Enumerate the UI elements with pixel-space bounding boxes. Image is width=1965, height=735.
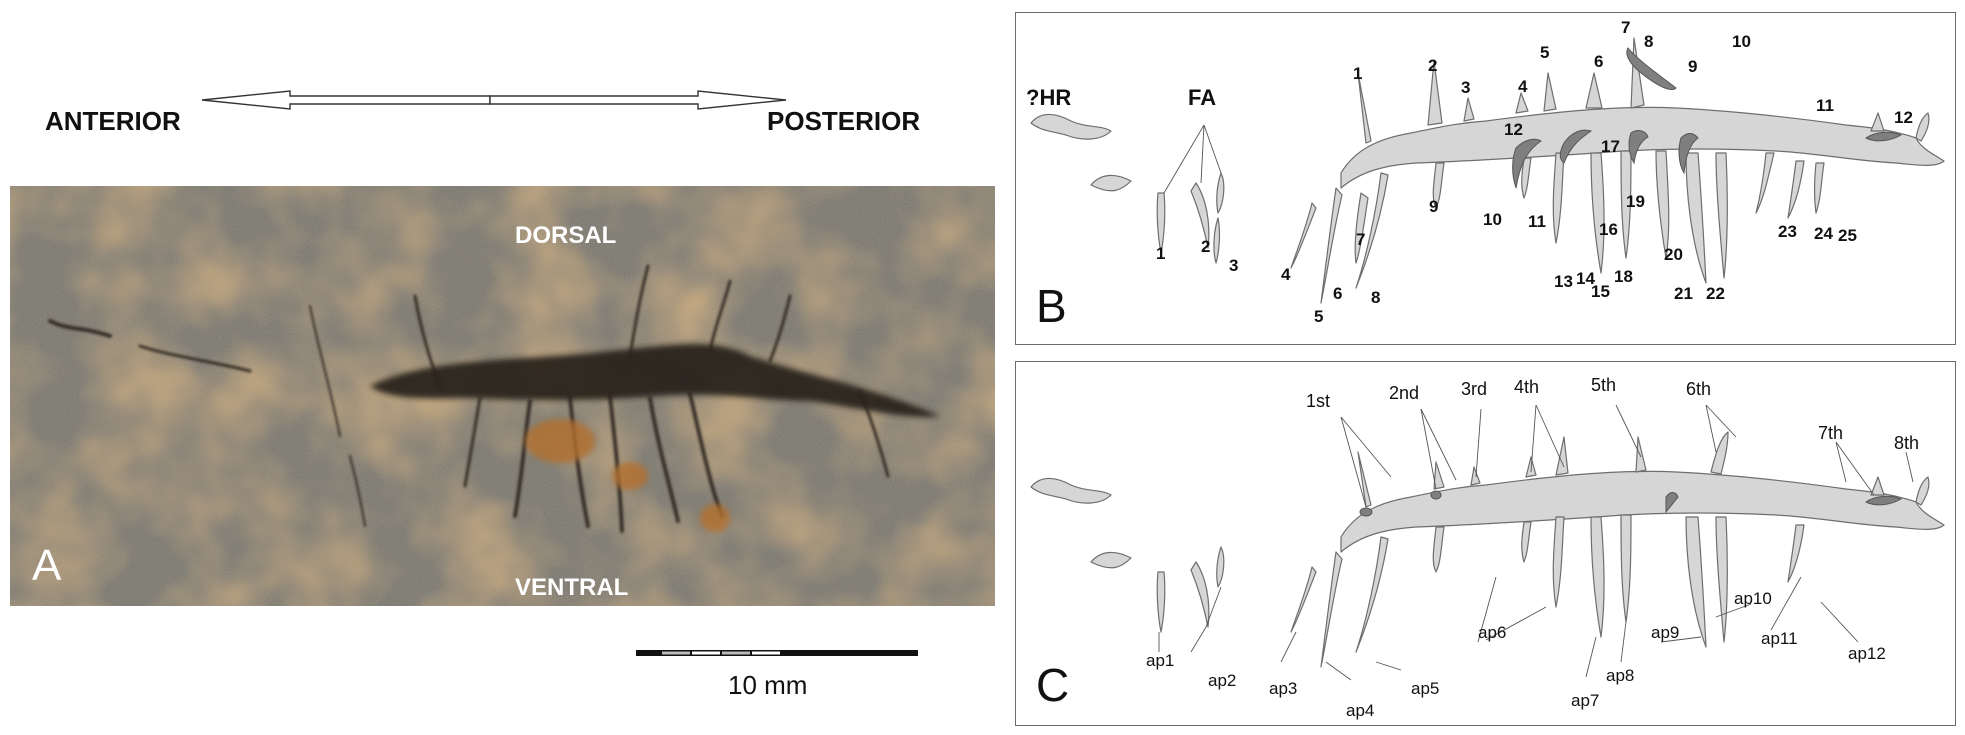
dorsal-number: 3: [1461, 78, 1471, 97]
ventral-number: 8: [1371, 288, 1381, 307]
scale-bar-label: 10 mm: [728, 670, 808, 700]
dorsal-pair-label: 1st: [1306, 391, 1331, 411]
ventral-label: VENTRAL: [515, 574, 629, 601]
ventral-number: 6: [1333, 284, 1343, 303]
dorsal-number: 10: [1732, 32, 1751, 51]
appendage-label: ap8: [1606, 666, 1635, 685]
appendage-label: ap11: [1761, 629, 1798, 648]
ventral-number: 21: [1674, 284, 1693, 303]
ventral-number: 19: [1626, 192, 1645, 211]
fa-number: 2: [1201, 237, 1211, 256]
ventral-number: 5: [1314, 307, 1324, 326]
dorsal-number: 5: [1540, 43, 1550, 62]
ventral-number: 20: [1664, 245, 1683, 264]
ventral-number: 24: [1814, 224, 1833, 243]
dorsal-number: 2: [1428, 56, 1438, 75]
trunk-body: [1340, 106, 1945, 189]
panel-a-letter: A: [32, 541, 62, 590]
appendage-label: ap7: [1571, 691, 1600, 710]
dorsal-number: 9: [1688, 57, 1698, 76]
appendage-label: ap4: [1346, 701, 1375, 720]
ventral-number: 15: [1591, 282, 1610, 301]
ventral-number: 7: [1356, 230, 1366, 249]
ventral-number: 25: [1838, 226, 1857, 245]
dorsal-pair-label: 6th: [1686, 379, 1712, 399]
fa-number: 3: [1229, 256, 1239, 275]
ventral-number: 9: [1429, 197, 1439, 216]
appendage-label: ap10: [1734, 589, 1772, 608]
fossil-photograph: A DORSAL VENTRAL: [10, 186, 995, 606]
appendage-label: ap2: [1208, 671, 1237, 690]
ventral-number: 12: [1504, 120, 1523, 139]
dorsal-number: 4: [1518, 77, 1528, 96]
anterior-label: ANTERIOR: [45, 106, 181, 136]
dorsal-number: 1: [1353, 64, 1363, 83]
ventral-number: 22: [1706, 284, 1725, 303]
appendage-label: ap6: [1478, 623, 1507, 642]
panel-b-interpretive-drawing: B ?HR FA 1 2 3 1 2 3 4 5 6 7 8 9 10 11 1…: [1015, 12, 1956, 345]
posterior-label: POSTERIOR: [767, 106, 921, 136]
appendage-label: ap9: [1651, 623, 1680, 642]
ventral-number: 14: [1576, 269, 1595, 288]
dorsal-pair-label: 7th: [1818, 423, 1844, 443]
dorsal-number: 12: [1894, 108, 1913, 127]
ventral-number: 17: [1601, 137, 1620, 156]
appendage-label: ap1: [1146, 651, 1175, 670]
appendage-label: ap5: [1411, 679, 1440, 698]
ventral-number: 13: [1554, 272, 1573, 291]
fa-number: 1: [1156, 244, 1166, 263]
dorsal-number: 11: [1816, 96, 1834, 115]
dorsal-number: 8: [1644, 32, 1654, 51]
fa-label: FA: [1188, 85, 1217, 110]
ventral-number: 23: [1778, 222, 1797, 241]
appendage-label: ap3: [1269, 679, 1298, 698]
ventral-number: 10: [1483, 210, 1502, 229]
hr-label: ?HR: [1026, 85, 1072, 110]
ventral-number: 18: [1614, 267, 1633, 286]
dorsal-pair-label: 4th: [1514, 377, 1540, 397]
ventral-number: 11: [1528, 212, 1546, 231]
dorsal-pair-label: 2nd: [1389, 383, 1420, 403]
fossil-specimen: [370, 344, 940, 418]
dorsal-pair-label: 5th: [1591, 375, 1617, 395]
dorsal-pair-label: 8th: [1894, 433, 1920, 453]
dorsal-pair-label: 3rd: [1461, 379, 1488, 399]
dorsal-label: DORSAL: [515, 222, 617, 249]
panel-c-labeled-drawing: C 1st 2nd 3rd 4th 5th 6th 7th 8th ap1 ap…: [1015, 361, 1956, 726]
scale-bar: [636, 650, 918, 656]
appendage-label: ap12: [1848, 644, 1886, 663]
orientation-double-arrow: [201, 90, 787, 110]
hr-fragment: [1030, 113, 1112, 140]
dorsal-number: 7: [1621, 18, 1631, 37]
panel-b-letter: B: [1036, 280, 1067, 332]
ventral-number: 16: [1599, 220, 1618, 239]
panel-c-letter: C: [1036, 659, 1070, 711]
ventral-number: 4: [1281, 265, 1291, 284]
dorsal-number: 6: [1594, 52, 1604, 71]
